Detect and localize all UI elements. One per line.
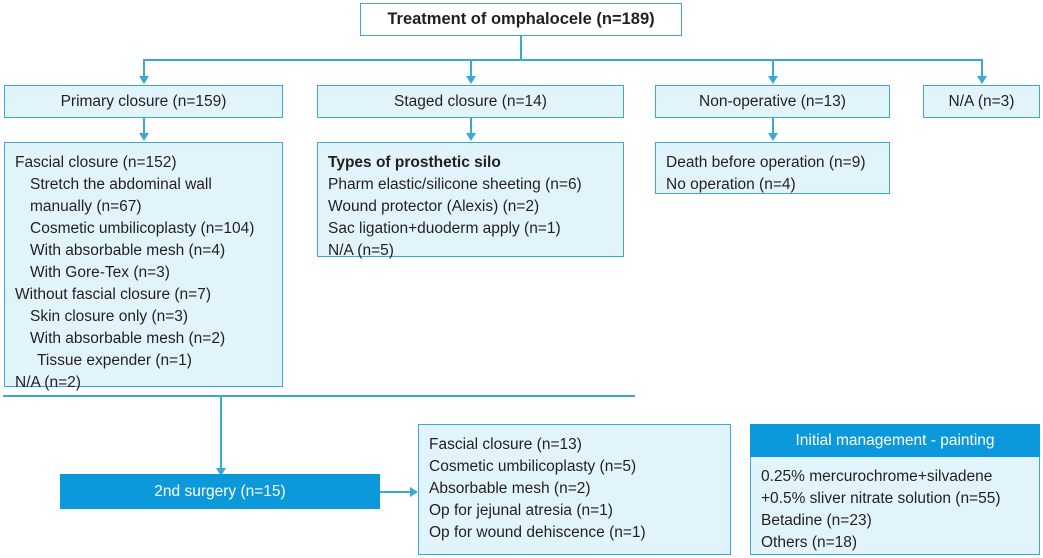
arrow-right-second-surgery-detail — [410, 486, 418, 497]
detail-box-staged-closure: Types of prosthetic silo Pharm elastic/s… — [317, 142, 624, 259]
connector-second-surgery-to-detail — [380, 491, 410, 493]
list-item: Sac ligation+duoderm apply (n=1) — [328, 220, 561, 237]
detail-box-second-surgery: Fascial closure (n=13) Cosmetic umbilico… — [418, 424, 731, 555]
list-item: Op for wound dehiscence (n=1) — [429, 524, 646, 541]
list-item: Death before operation (n=9) — [666, 154, 866, 171]
node-second-surgery: 2nd surgery (n=15) — [60, 474, 380, 509]
list-item: Skin closure only (n=3) — [30, 308, 189, 325]
branch-node-primary-closure: Primary closure (n=159) — [4, 85, 283, 118]
list-item: Stretch the abdominal wall — [30, 176, 212, 193]
initial-management-heading: Initial management - painting — [795, 431, 995, 449]
connector-root-stem — [520, 36, 522, 60]
arrow-down-nonoperative — [767, 76, 778, 84]
root-node-treatment-of-omphalocele: Treatment of omphalocele (n=189) — [360, 3, 682, 36]
connector-staged-to-detail — [470, 118, 472, 134]
connector-drop-nonoperative — [772, 59, 774, 77]
list-item: Others (n=18) — [761, 534, 858, 551]
list-item: Absorbable mesh (n=2) — [429, 480, 591, 497]
list-item: With absorbable mesh (n=2) — [30, 330, 226, 347]
detail-box-primary-closure: Fascial closure (n=152) Stretch the abdo… — [4, 142, 283, 391]
arrow-down-staged — [465, 76, 476, 84]
list-item: N/A (n=5) — [328, 242, 394, 259]
panel-body-initial-management: 0.25% mercurochrome+silvadene +0.5% sliv… — [750, 457, 1040, 555]
branch-label-staged-closure: Staged closure (n=14) — [394, 92, 547, 110]
arrow-down-primary — [138, 76, 149, 84]
arrow-down-na — [976, 76, 987, 84]
list-item: With Gore-Tex (n=3) — [30, 264, 170, 281]
arrow-down-nonoperative-detail — [767, 133, 778, 141]
connector-root-bus — [143, 59, 982, 61]
list-item: Without fascial closure (n=7) — [15, 286, 211, 303]
list-item: N/A (n=2) — [15, 374, 81, 391]
arrow-down-second-surgery — [215, 468, 226, 476]
list-item: Op for jejunal atresia (n=1) — [429, 502, 613, 519]
connector-drop-primary — [143, 59, 145, 77]
second-surgery-label: 2nd surgery (n=15) — [154, 482, 286, 500]
detail-box-non-operative: Death before operation (n=9) No operatio… — [655, 142, 890, 194]
connector-drop-na — [981, 59, 983, 77]
list-item: Cosmetic umbilicoplasty (n=5) — [429, 458, 637, 475]
branch-label-primary-closure: Primary closure (n=159) — [60, 92, 227, 110]
list-item: No operation (n=4) — [666, 176, 796, 193]
connector-nonoperative-to-detail — [772, 118, 774, 134]
branch-node-na: N/A (n=3) — [923, 85, 1040, 118]
list-item: Wound protector (Alexis) (n=2) — [328, 198, 540, 215]
arrow-down-primary-detail — [138, 133, 149, 141]
list-item: manually (n=67) — [30, 198, 142, 215]
connector-primary-to-detail — [143, 118, 145, 134]
list-item: Fascial closure (n=13) — [429, 436, 582, 453]
branch-node-non-operative: Non-operative (n=13) — [655, 85, 890, 118]
list-item: Pharm elastic/silicone sheeting (n=6) — [328, 176, 582, 193]
connector-drop-staged — [470, 59, 472, 77]
list-item: Tissue expender (n=1) — [37, 352, 192, 369]
list-item: 0.25% mercurochrome+silvadene — [761, 468, 993, 485]
list-item: Betadine (n=23) — [761, 512, 872, 529]
branch-node-staged-closure: Staged closure (n=14) — [317, 85, 624, 118]
connector-lower-bus — [3, 395, 635, 397]
panel-header-initial-management: Initial management - painting — [750, 424, 1040, 457]
list-item: Fascial closure (n=152) — [15, 154, 177, 171]
list-item: +0.5% sliver nitrate solution (n=55) — [761, 490, 1001, 507]
connector-drop-second-surgery — [220, 395, 222, 469]
detail-heading-prosthetic-silo: Types of prosthetic silo — [328, 154, 501, 171]
list-item: Cosmetic umbilicoplasty (n=104) — [30, 220, 255, 237]
branch-label-na: N/A (n=3) — [948, 92, 1015, 110]
list-item: With absorbable mesh (n=4) — [30, 242, 226, 259]
arrow-down-staged-detail — [465, 133, 476, 141]
root-node-label: Treatment of omphalocele (n=189) — [387, 9, 655, 28]
branch-label-non-operative: Non-operative (n=13) — [699, 92, 846, 110]
